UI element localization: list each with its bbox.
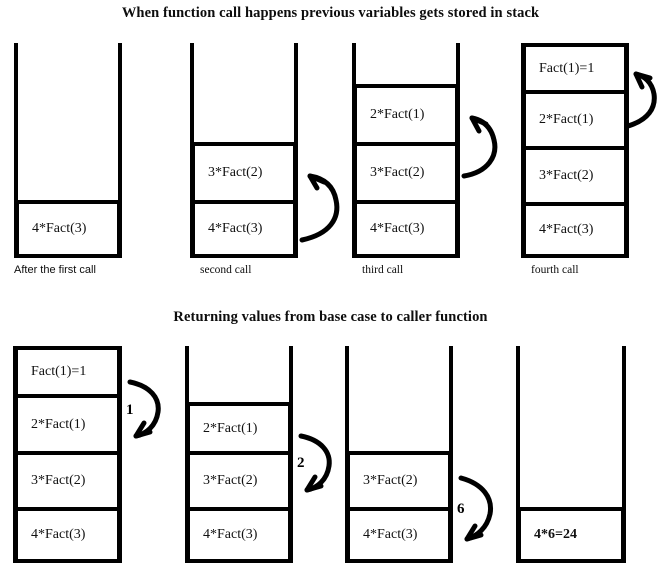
stack-cell-label: 3*Fact(2) [370, 165, 425, 180]
return-arrow-1-label: 1 [126, 402, 134, 418]
stack-cell-label: 4*Fact(3) [203, 527, 258, 542]
stack-cell-label: 4*Fact(3) [539, 222, 594, 237]
stack-cells: 2*Fact(1) 3*Fact(2) 4*Fact(3) [355, 84, 457, 258]
stack-label-fourth-call: fourth call [531, 264, 579, 276]
stack-cell-label: 4*Fact(3) [363, 527, 418, 542]
return-stack-2: 2*Fact(1) 3*Fact(2) 4*Fact(3) [185, 346, 293, 563]
stack-label-after-first-call: After the first call [14, 264, 96, 276]
stack-cell-label: 3*Fact(2) [363, 473, 418, 488]
stack-cell-label: 4*Fact(3) [208, 221, 263, 236]
stack-cell-label: 3*Fact(2) [203, 473, 258, 488]
return-stack-3: 3*Fact(2) 4*Fact(3) [345, 346, 453, 563]
stack-cell: 4*Fact(3) [188, 507, 290, 563]
return-arrow-3-label: 6 [457, 501, 465, 517]
stack-cells: 3*Fact(2) 4*Fact(3) [193, 142, 295, 258]
return-stack-4-result: 4*6=24 [516, 346, 626, 563]
stack-label-second-call: second call [200, 264, 252, 276]
stack-cell: Fact(1)=1 [524, 43, 626, 90]
stack-third-call: 2*Fact(1) 3*Fact(2) 4*Fact(3) [352, 43, 460, 258]
stack-cell-label: 2*Fact(1) [203, 420, 258, 436]
return-phase-title: Returning values from base case to calle… [173, 309, 488, 325]
stack-cell: 2*Fact(1) [188, 402, 290, 451]
return-stack-1: Fact(1)=1 2*Fact(1) 3*Fact(2) 4*Fact(3) [13, 346, 122, 563]
stack-cell: 3*Fact(2) [16, 451, 119, 507]
stack-cell: 2*Fact(1) [355, 84, 457, 142]
stack-cell-label: 2*Fact(1) [31, 416, 86, 432]
stack-cell: 3*Fact(2) [348, 451, 450, 507]
stack-cell: 4*Fact(3) [348, 507, 450, 563]
push-arrow-third-call [458, 108, 504, 180]
stack-cell-label: 4*Fact(3) [31, 527, 86, 542]
stack-cell-label: Fact(1)=1 [31, 364, 87, 379]
stack-fourth-call: Fact(1)=1 2*Fact(1) 3*Fact(2) 4*Fact(3) [521, 43, 629, 258]
stack-second-call: 3*Fact(2) 4*Fact(3) [190, 43, 298, 258]
push-arrow-fourth-call [624, 68, 661, 130]
push-arrow-second-call [296, 160, 344, 243]
stack-cell: 3*Fact(2) [355, 142, 457, 200]
stack-cell: 2*Fact(1) [524, 90, 626, 146]
stack-cell: 4*Fact(3) [524, 202, 626, 258]
stack-label-third-call: third call [362, 264, 404, 276]
stack-cell: 3*Fact(2) [193, 142, 295, 200]
stack-cell-label: 2*Fact(1) [539, 112, 594, 127]
stack-cell-label: 3*Fact(2) [31, 473, 86, 488]
stack-cell-label: Fact(1)=1 [539, 60, 595, 76]
stack-cell-label: 4*6=24 [534, 527, 577, 542]
stack-cells: 4*6=24 [519, 507, 623, 563]
stack-cell: 4*Fact(3) [193, 200, 295, 258]
stack-cells: Fact(1)=1 2*Fact(1) 3*Fact(2) 4*Fact(3) [16, 346, 119, 563]
stack-after-first-call: 4*Fact(3) [14, 43, 122, 258]
stack-cells: 2*Fact(1) 3*Fact(2) 4*Fact(3) [188, 402, 290, 563]
stack-cell-label: 4*Fact(3) [32, 221, 87, 236]
stack-cell-label: 2*Fact(1) [370, 107, 425, 122]
stack-cell-label: 3*Fact(2) [208, 165, 263, 180]
stack-cell: 4*Fact(3) [16, 507, 119, 563]
stack-cell: 4*Fact(3) [17, 200, 119, 258]
stack-cell: 3*Fact(2) [524, 146, 626, 202]
stack-cells: 4*Fact(3) [17, 200, 119, 258]
stack-cell: 3*Fact(2) [188, 451, 290, 507]
stack-cell-label: 3*Fact(2) [539, 168, 594, 183]
stack-cell: Fact(1)=1 [16, 346, 119, 394]
push-phase-title: When function call happens previous vari… [121, 5, 540, 21]
stack-cells: Fact(1)=1 2*Fact(1) 3*Fact(2) 4*Fact(3) [524, 43, 626, 258]
stack-cell-label: 4*Fact(3) [370, 221, 425, 236]
return-arrow-2-label: 2 [297, 455, 305, 471]
stack-cell: 2*Fact(1) [16, 394, 119, 451]
stack-cell: 4*Fact(3) [355, 200, 457, 258]
stack-cell: 4*6=24 [519, 507, 623, 563]
stack-cells: 3*Fact(2) 4*Fact(3) [348, 451, 450, 563]
